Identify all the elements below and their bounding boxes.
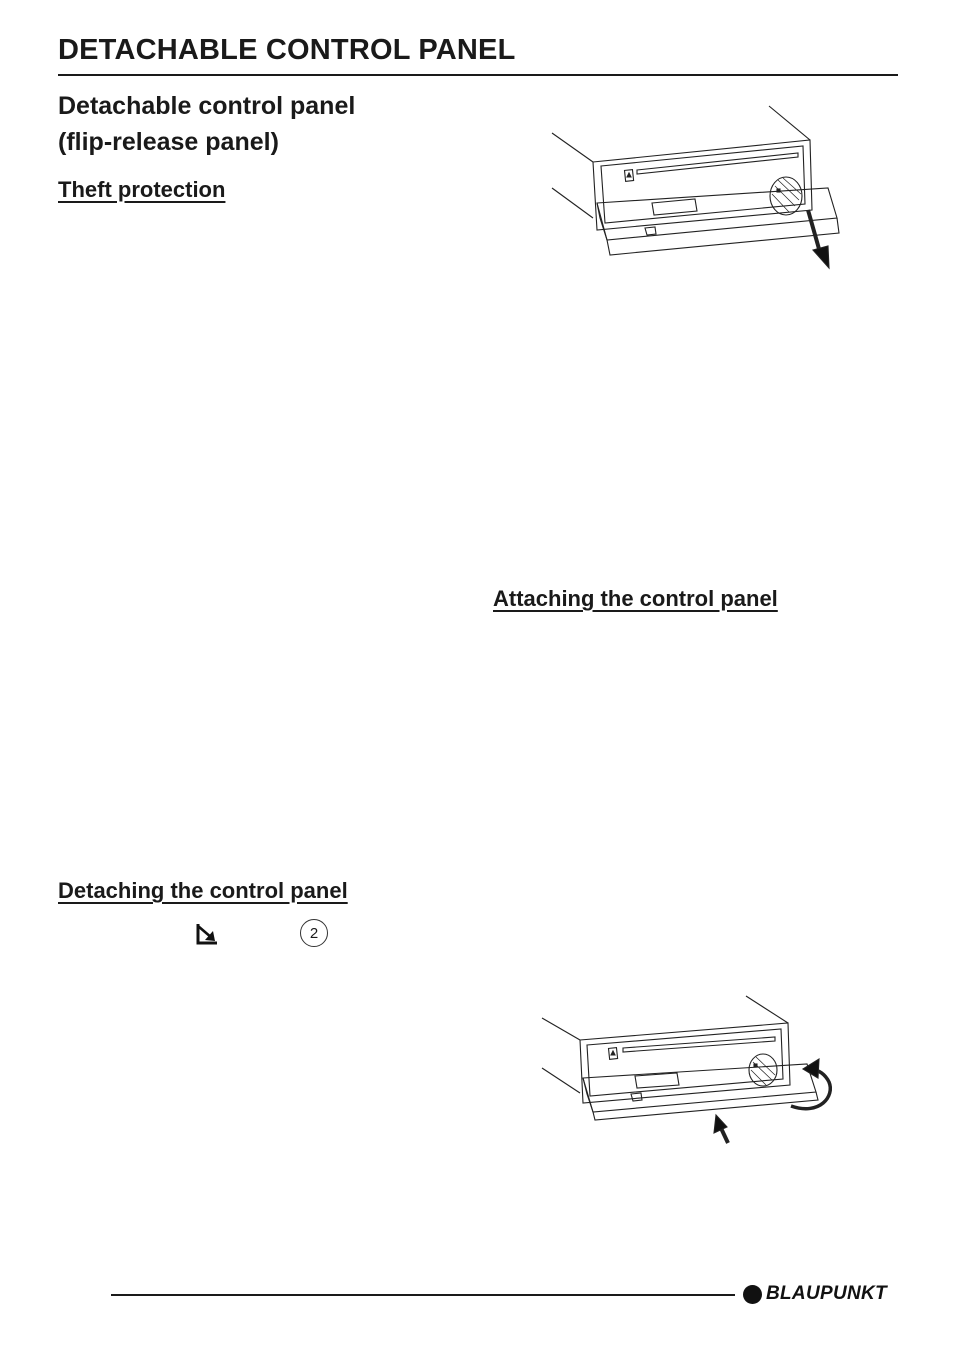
page-title: DETACHABLE CONTROL PANEL xyxy=(58,34,516,66)
brand-logo: BLAUPUNKT xyxy=(743,1283,887,1305)
footer-divider xyxy=(111,1294,735,1296)
attach-illustration xyxy=(535,990,840,1150)
detach-illustration xyxy=(545,100,850,275)
heading-detaching: Detaching the control panel xyxy=(58,878,348,903)
button-number-badge: 2 xyxy=(300,919,328,947)
brand-dot-icon xyxy=(743,1284,762,1304)
heading-attaching: Attaching the control panel xyxy=(493,586,778,611)
panel-release-icon xyxy=(195,922,219,946)
brand-name: BLAUPUNKT xyxy=(766,1283,887,1304)
title-divider xyxy=(58,74,898,76)
section-title: Detachable control panel (flip-release p… xyxy=(58,88,355,160)
heading-theft-protection: Theft protection xyxy=(58,177,226,202)
section-title-line1: Detachable control panel xyxy=(58,92,356,120)
section-title-line2: (flip-release panel) xyxy=(58,128,279,156)
